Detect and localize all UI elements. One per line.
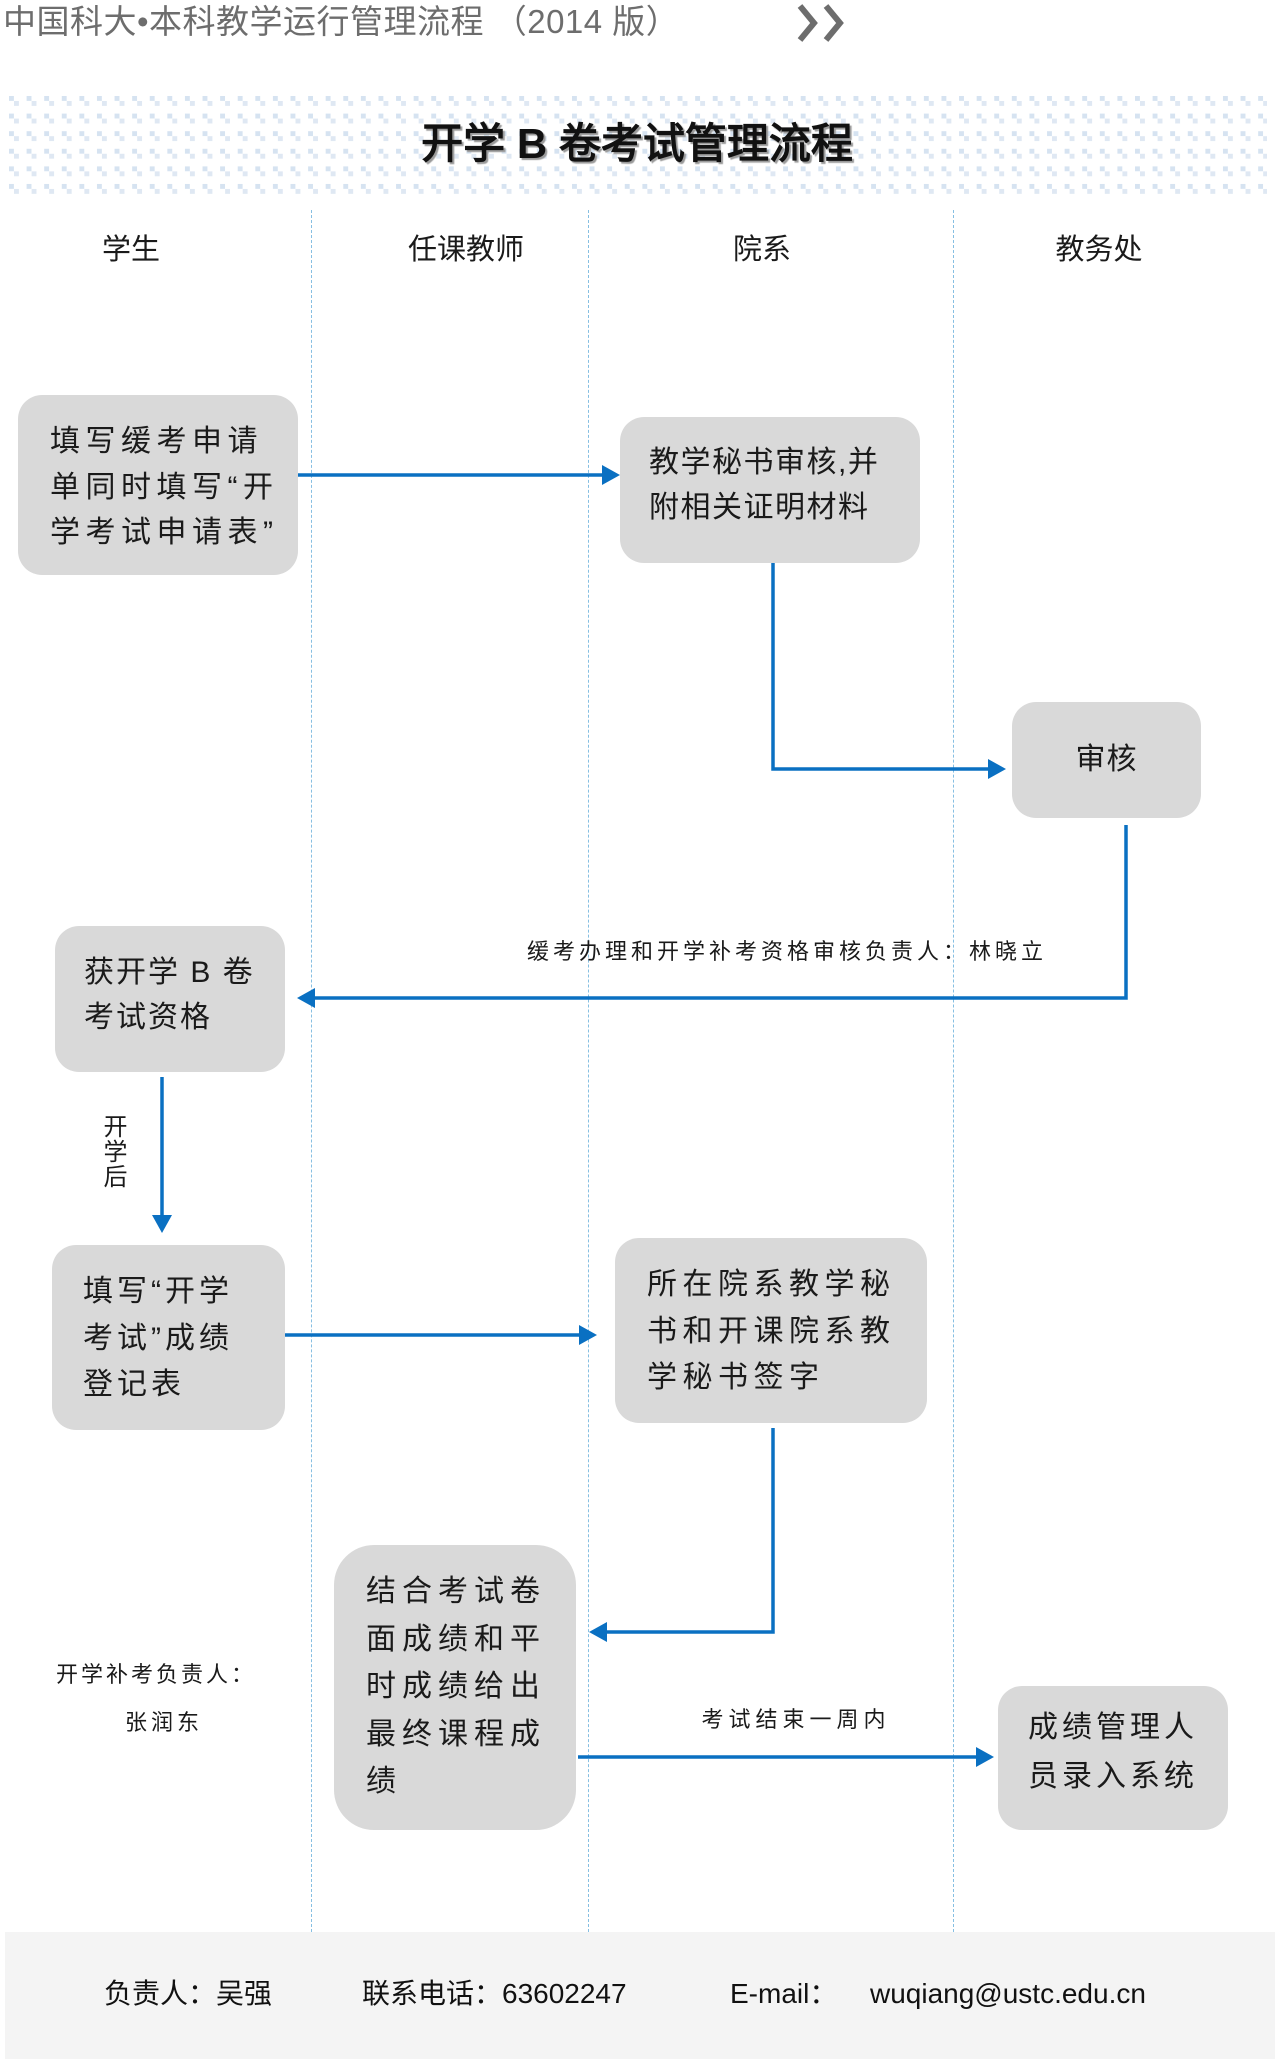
- connector-office-to-qualification: [314, 825, 1128, 1000]
- step-text-line: 填写“开学: [83, 1275, 233, 1308]
- lane-label-department: 院系: [732, 234, 791, 266]
- step-text-line: 员录入系统: [1028, 1760, 1198, 1793]
- footer-email-label: E-mail：: [730, 1978, 838, 2009]
- step-text-line: 填写缓考申请: [50, 425, 263, 458]
- step-secretaries-sign[interactable]: 所在院系教学秘 书和开课院系教 学秘书签字: [615, 1238, 927, 1423]
- step-secretary-review[interactable]: 教学秘书审核,并 附相关证明材料: [620, 417, 920, 563]
- step-text-line: 登记表: [83, 1368, 185, 1401]
- lane-label-student: 学生: [101, 234, 160, 266]
- step-text-line: 书和开课院系教: [647, 1314, 896, 1348]
- step-text-line: 教学秘书审核,并: [649, 446, 880, 479]
- step-fill-score-form[interactable]: 填写“开学 考试”成绩 登记表: [52, 1245, 285, 1430]
- step-final-grade[interactable]: 结合考试卷 面成绩和平 时成绩给出 最终课程成 绩: [334, 1545, 576, 1830]
- step-text-line: 最终课程成: [366, 1717, 546, 1751]
- step-text-line: 审核: [1075, 743, 1138, 776]
- contact-footer: 负责人：吴强 联系电话：63602247 E-mail： wuqiang@ust…: [5, 1932, 1275, 2059]
- step-text-line: 考试资格: [84, 1001, 212, 1034]
- connector-label-within-one-week: 考试结束一周内: [701, 1707, 891, 1732]
- footer-owner: 负责人：吴强: [104, 1978, 273, 2009]
- step-text-line: 结合考试卷: [366, 1575, 546, 1608]
- step-apply-deferral[interactable]: 填写缓考申请 单同时填写“开 学考试申请表”: [18, 395, 298, 575]
- arrowhead-right-icon: [976, 1747, 994, 1767]
- step-text-line: 学考试申请表”: [50, 516, 279, 549]
- connector-sign-to-grade: [606, 1428, 775, 1634]
- step-academic-office-review[interactable]: 审核: [1012, 702, 1201, 818]
- lane-divider: [953, 210, 954, 1932]
- step-enter-system[interactable]: 成绩管理人 员录入系统: [998, 1686, 1228, 1830]
- lane-divider: [311, 210, 312, 1932]
- arrowhead-down-icon: [152, 1215, 172, 1233]
- connector-review-to-office: [771, 563, 989, 771]
- double-chevron-right-icon: [797, 4, 844, 42]
- step-text-line: 单同时填写“开: [50, 470, 279, 504]
- step-text-line: 附相关证明材料: [649, 491, 870, 524]
- makeup-owner-name: 张润东: [125, 1710, 204, 1735]
- chevron-right-icon: [823, 4, 844, 42]
- connector-label-after-term-start: 开学后: [99, 1114, 125, 1189]
- arrowhead-right-icon: [988, 759, 1006, 779]
- footer-phone: 联系电话：63602247: [362, 1978, 627, 2009]
- connector-label-qualification-owner: 缓考办理和开学补考资格审核负责人：林晓立: [526, 939, 1047, 964]
- step-text-line: 面成绩和平: [366, 1622, 546, 1656]
- step-text-line: 所在院系教学秘: [647, 1268, 896, 1301]
- arrowhead-left-icon: [589, 1622, 607, 1642]
- step-text-line: 获开学 B 卷: [84, 956, 255, 989]
- lane-label-academic-office: 教务处: [1055, 234, 1143, 266]
- step-obtain-qualification[interactable]: 获开学 B 卷 考试资格: [55, 926, 285, 1072]
- step-text-line: 成绩管理人: [1028, 1711, 1198, 1744]
- chevron-right-icon: [797, 4, 818, 42]
- arrowhead-left-icon: [297, 988, 315, 1008]
- footer-email-link[interactable]: wuqiang@ustc.edu.cn: [870, 1978, 1146, 2009]
- title-banner: 开学 B 卷考试管理流程: [7, 92, 1267, 195]
- step-text-line: 考试”成绩: [83, 1321, 233, 1355]
- step-text-line: 学秘书签字: [647, 1361, 825, 1394]
- lane-divider: [588, 210, 589, 1932]
- step-text-line: 时成绩给出: [366, 1670, 546, 1703]
- page-header-title: 中国科大•本科教学运行管理流程 （2014 版）: [3, 3, 680, 40]
- lane-label-teacher: 任课教师: [407, 234, 524, 266]
- step-text-line: 绩: [366, 1765, 402, 1798]
- arrowhead-right-icon: [602, 465, 620, 485]
- flowchart-title: 开学 B 卷考试管理流程: [421, 120, 853, 167]
- makeup-owner-label: 开学补考负责人：: [56, 1662, 257, 1687]
